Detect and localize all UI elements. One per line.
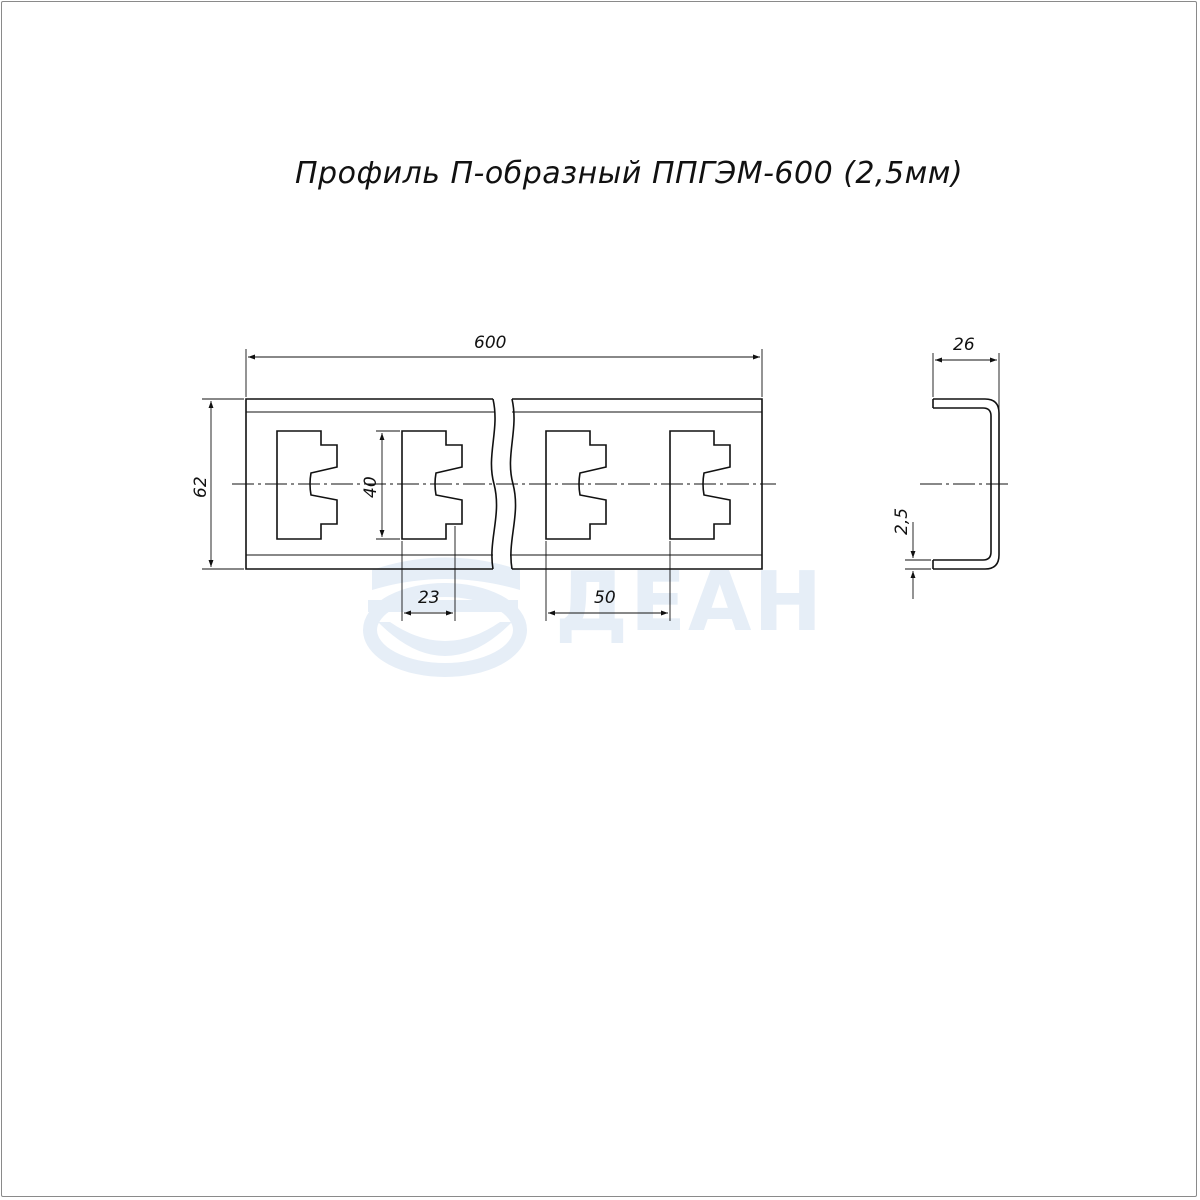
dimension-slot-width-label: 23 xyxy=(418,588,440,608)
dimension-slot-pitch-label: 50 xyxy=(594,588,616,608)
drawing-title: Профиль П-образный ППГЭМ-600 (2,5мм) xyxy=(295,156,963,191)
dimension-height xyxy=(202,398,244,570)
logo-text: ДЕАН xyxy=(555,555,824,650)
dimension-flange-width xyxy=(932,353,1000,411)
dimension-thickness xyxy=(905,522,931,599)
dimension-slot-pitch xyxy=(545,541,671,621)
profile-side-view xyxy=(932,398,1000,570)
slot-hole xyxy=(669,430,731,540)
dimension-slot-width xyxy=(401,526,456,621)
logo-emblem-icon xyxy=(363,557,527,677)
slot-holes xyxy=(276,430,731,540)
dimension-length-label: 600 xyxy=(474,333,506,353)
slot-hole xyxy=(545,430,607,540)
dimension-height-label: 62 xyxy=(191,476,211,498)
dimension-slot-height xyxy=(376,430,400,540)
dimension-slot-height-label: 40 xyxy=(361,476,381,498)
logo-watermark: ДЕАН xyxy=(363,555,824,677)
dimension-flange-width-label: 26 xyxy=(953,335,975,355)
slot-hole xyxy=(276,430,338,540)
dimension-thickness-label: 2,5 xyxy=(892,508,912,535)
dimension-length xyxy=(245,349,763,397)
slot-hole xyxy=(401,430,463,540)
